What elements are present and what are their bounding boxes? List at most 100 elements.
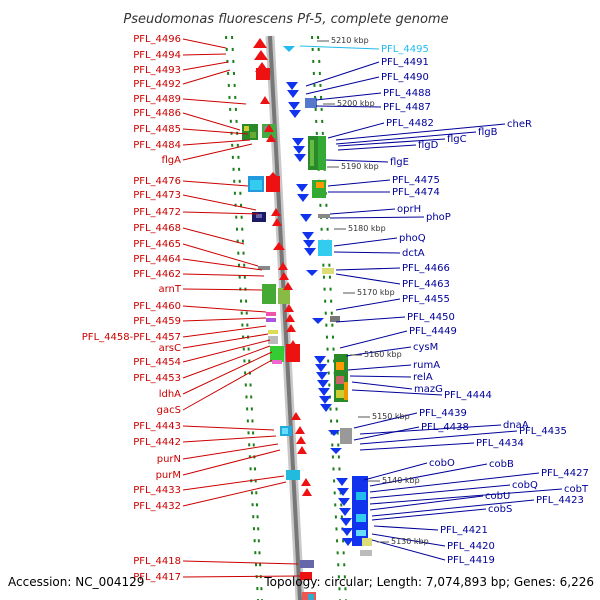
- right-label: rumA: [413, 360, 440, 371]
- gene-arrow-down: [317, 380, 329, 388]
- left-label: arnT: [158, 284, 181, 295]
- track-dot-line: [317, 35, 347, 600]
- leader-line: [182, 243, 259, 267]
- leader-line: [315, 105, 382, 108]
- leader-line: [369, 495, 484, 511]
- leader-line: [327, 122, 385, 139]
- gene-block: [268, 330, 278, 334]
- gene-arrow-up: [301, 478, 311, 486]
- gene-arrow-down: [296, 184, 308, 192]
- right-label: PFL_4427: [541, 468, 589, 479]
- leader-line: [182, 359, 273, 411]
- right-label: cobO: [429, 458, 455, 469]
- leader-line: [369, 472, 540, 493]
- right-label: PFL_4434: [476, 438, 524, 449]
- left-label: PFL_4494: [133, 50, 181, 61]
- leader-line: [182, 575, 301, 578]
- gene-arrow-down: [338, 498, 350, 506]
- leader-line: [373, 525, 439, 531]
- left-label: purN: [157, 454, 181, 465]
- gene-block: [250, 132, 256, 138]
- gene-block: [356, 492, 366, 500]
- left-label: arsC: [159, 343, 181, 354]
- gene-block: [310, 140, 314, 166]
- right-label: PFL_4463: [402, 279, 450, 290]
- gene-arrow-up: [266, 134, 276, 142]
- leader-line: [371, 499, 535, 517]
- right-label: oprH: [397, 204, 421, 215]
- right-label: PFL_4419: [447, 555, 495, 566]
- kbp-label: 5160 kbp: [364, 350, 402, 359]
- leader-line: [305, 61, 380, 87]
- kbp-label: 5170 kbp: [357, 288, 395, 297]
- kbp-label: 5210 kbp: [331, 36, 369, 45]
- gene-block: [250, 180, 262, 190]
- leader-line: [182, 288, 263, 291]
- right-label: PFL_4449: [409, 326, 457, 337]
- gene-block: [286, 470, 300, 480]
- gene-arrow-down: [319, 396, 331, 404]
- left-label: PFL_4465: [133, 239, 181, 250]
- right-label: cobT: [564, 484, 589, 495]
- leader-line: [182, 339, 271, 363]
- gene-arrow-up: [278, 262, 288, 270]
- left-label: PFL_4454: [133, 357, 181, 368]
- right-label: PFL_4482: [386, 118, 434, 129]
- gene-arrow-down: [315, 364, 327, 372]
- gene-arrow-down: [303, 240, 315, 248]
- kbp-label: 5180 kbp: [348, 224, 386, 233]
- gene-arrow-down: [316, 372, 328, 380]
- topology-text: Topology: circular; Length: 7,074,893 bp…: [263, 575, 594, 589]
- leader-line: [182, 273, 265, 277]
- left-label: PFL_4476: [133, 176, 181, 187]
- leader-line: [363, 462, 428, 481]
- right-label: PFL_4490: [381, 72, 429, 83]
- right-label: flgE: [390, 157, 409, 168]
- right-label: phoP: [426, 212, 451, 223]
- gene-block: [286, 344, 300, 362]
- gene-arrow-down: [318, 388, 330, 396]
- label-leader-lines: [182, 38, 563, 578]
- gene-arrow-down: [336, 478, 348, 486]
- leader-line: [182, 560, 299, 565]
- gene-block: [258, 266, 270, 270]
- leader-line: [182, 325, 267, 338]
- leader-line: [351, 389, 443, 396]
- left-label: PFL_4418: [133, 556, 181, 567]
- gene-block: [266, 312, 276, 316]
- left-label: PFL_4472: [133, 207, 181, 218]
- leader-line: [182, 211, 259, 215]
- leader-line: [335, 298, 401, 311]
- left-label: PFL_4442: [133, 437, 181, 448]
- gene-block: [268, 336, 278, 344]
- leader-line: [335, 273, 401, 285]
- leader-line: [325, 159, 389, 163]
- leader-line: [182, 180, 249, 187]
- leader-line: [182, 317, 267, 322]
- kbp-label: 5130 kbp: [391, 537, 429, 546]
- gene-arrow-up: [271, 208, 281, 216]
- gene-block: [278, 288, 290, 304]
- gene-arrow-down: [314, 356, 326, 364]
- gene-arrow-down: [328, 430, 340, 436]
- left-label: PFL_4484: [133, 140, 181, 151]
- leader-line: [369, 488, 563, 505]
- left-label: PFL_4433: [133, 485, 181, 496]
- gene-arrow-down: [341, 528, 353, 536]
- gene-block: [336, 362, 344, 370]
- left-label: PFL_4493: [133, 65, 181, 76]
- gene-block: [344, 382, 348, 400]
- leader-line: [351, 381, 413, 390]
- leader-line: [182, 61, 229, 71]
- leader-line: [305, 76, 380, 95]
- leader-line: [339, 330, 408, 349]
- right-label: cobU: [485, 491, 510, 502]
- leader-line: [333, 251, 401, 254]
- leader-line: [182, 425, 275, 431]
- right-label: flgD: [418, 140, 439, 151]
- right-label: PFL_4475: [392, 175, 440, 186]
- right-label: PFL_4455: [402, 294, 450, 305]
- leader-line: [182, 443, 279, 460]
- right-label: PFL_4474: [392, 187, 440, 198]
